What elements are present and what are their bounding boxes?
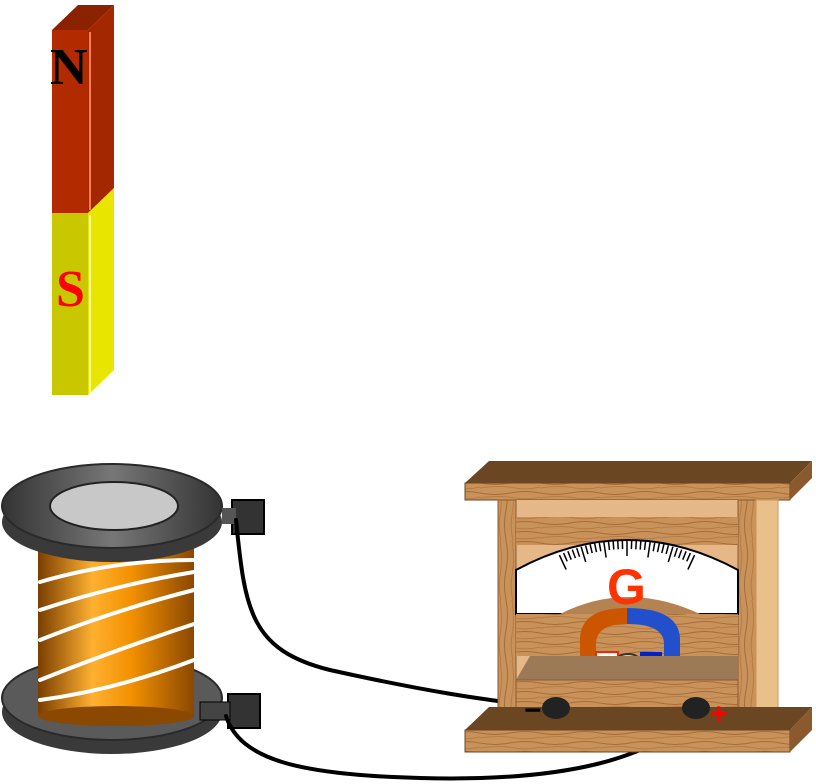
scale-tick xyxy=(682,551,687,560)
galvanometer-left-post xyxy=(497,499,517,733)
scale-tick xyxy=(661,544,665,554)
scale-tick xyxy=(593,543,598,553)
coil xyxy=(1,463,265,754)
scale-tick xyxy=(677,549,683,559)
scale-tick xyxy=(589,544,593,554)
scale-tick xyxy=(567,551,572,560)
magnet-north-side xyxy=(88,5,114,213)
scale-tick xyxy=(607,541,611,551)
scale-tick xyxy=(652,542,656,552)
scale-tick xyxy=(665,545,670,555)
scale-tick xyxy=(584,545,589,555)
negative-terminal-label: − xyxy=(524,694,542,727)
scale-tick xyxy=(562,552,568,562)
scale-tick xyxy=(575,547,581,557)
positive-terminal[interactable] xyxy=(682,697,710,719)
negative-terminal[interactable] xyxy=(542,697,570,719)
galvanometer: − + G xyxy=(464,461,812,753)
scale-tick xyxy=(643,541,647,551)
scale-tick xyxy=(647,541,651,558)
galvanometer-right-post xyxy=(737,499,757,733)
magnet-top-face xyxy=(52,5,114,30)
scale-tick xyxy=(635,540,638,550)
scale-tick xyxy=(687,554,696,570)
scale-tick xyxy=(686,552,692,562)
magnet-south-side xyxy=(88,188,114,395)
galvanometer-top-board xyxy=(464,482,791,501)
coil-core-opening xyxy=(49,481,179,531)
dial-scale xyxy=(558,540,696,570)
magnet-north-half xyxy=(52,30,88,213)
positive-terminal-label: + xyxy=(710,698,728,731)
scale-tick xyxy=(571,549,577,559)
magnet-south-half xyxy=(52,213,88,395)
north-pole-label: N xyxy=(50,39,88,96)
south-pole-label: S xyxy=(56,261,85,318)
bar-magnet: N S xyxy=(50,5,114,395)
scale-tick xyxy=(667,546,674,563)
coil-windings xyxy=(38,558,196,702)
scale-tick xyxy=(580,546,587,563)
scale-tick xyxy=(603,541,607,558)
galvanometer-label: G xyxy=(607,559,646,615)
scale-tick xyxy=(598,542,602,552)
galvanometer-base xyxy=(464,729,791,753)
coil-bottom-terminal[interactable] xyxy=(227,693,261,729)
scale-tick xyxy=(612,540,615,550)
galvanometer-top-board-top xyxy=(465,461,812,483)
scale-tick xyxy=(639,540,642,550)
scale-tick xyxy=(673,547,679,557)
scale-tick xyxy=(656,543,661,553)
scale-tick xyxy=(558,554,567,570)
wire-to-negative xyxy=(234,518,558,710)
scale-tick xyxy=(616,540,619,550)
